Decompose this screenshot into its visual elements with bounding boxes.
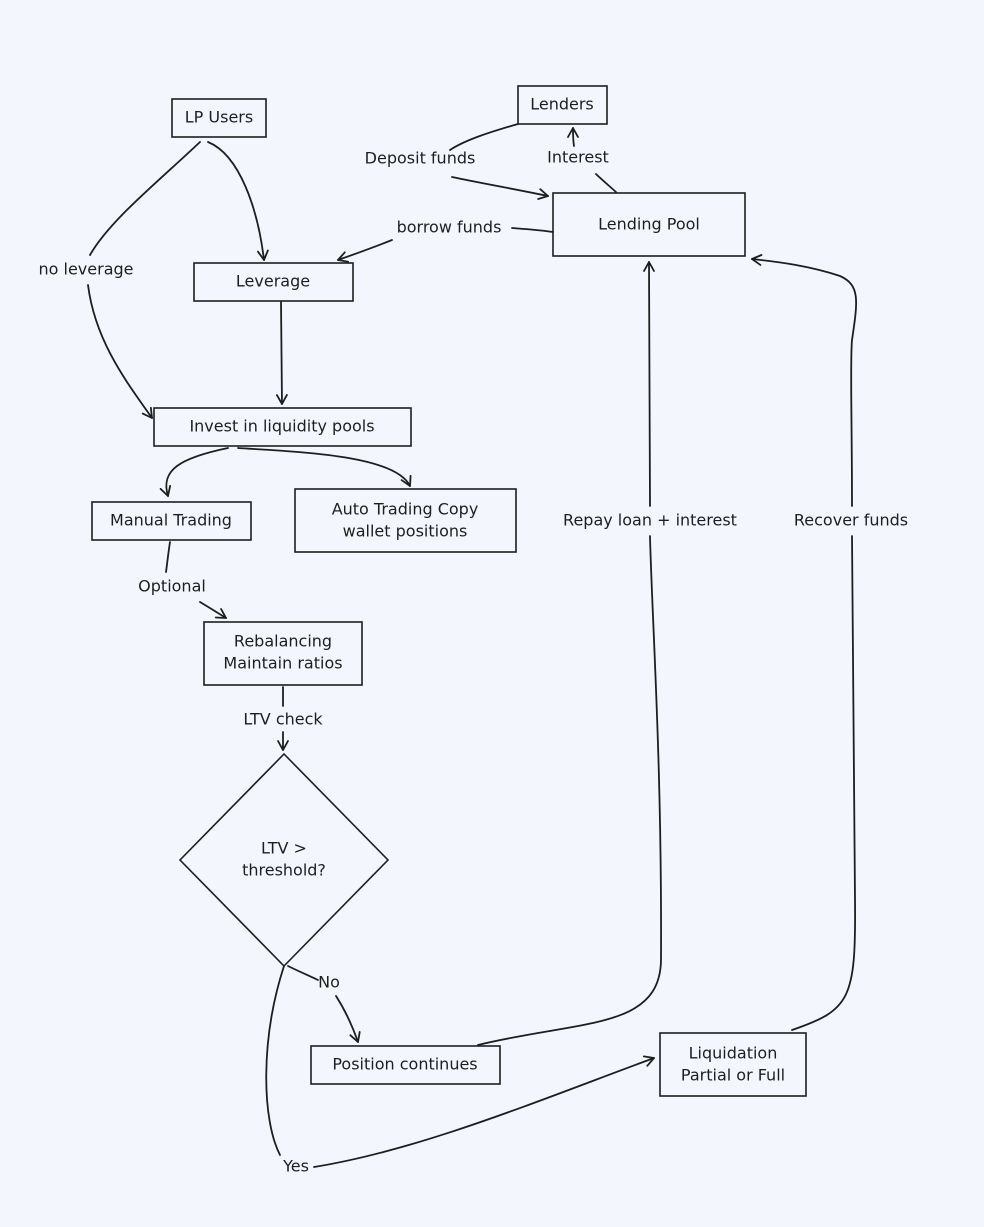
edge-no-leverage	[89, 141, 201, 256]
lending-pool-label: Lending Pool	[598, 215, 700, 234]
edge-deposit-funds	[449, 123, 519, 151]
auto-trading-label-line2: wallet positions	[343, 522, 468, 541]
ltv-decision-node[interactable]: LTV > threshold?	[178, 752, 390, 968]
invest-node[interactable]: Invest in liquidity pools	[153, 407, 412, 447]
edge-no-leverage-arrow	[87, 284, 153, 419]
liquidation-label-line1: Liquidation	[689, 1044, 778, 1063]
lenders-label: Lenders	[530, 95, 594, 114]
edge-no-arrow	[335, 995, 361, 1043]
edge-deposit-funds-arrow	[451, 176, 549, 200]
lp-users-node[interactable]: LP Users	[171, 98, 267, 138]
edge-label-optional: Optional	[138, 577, 206, 596]
ltv-decision-label-line1: LTV >	[261, 839, 307, 858]
leverage-node[interactable]: Leverage	[193, 262, 354, 302]
edge-repay-arrow	[643, 261, 655, 507]
edge-invest-to-manual	[159, 447, 229, 497]
edge-label-deposit-funds: Deposit funds	[365, 149, 476, 168]
ltv-decision-label-line2: threshold?	[242, 861, 326, 880]
position-continues-label: Position continues	[332, 1055, 477, 1074]
edge-label-borrow-funds: borrow funds	[397, 218, 502, 237]
rebalancing-node[interactable]: Rebalancing Maintain ratios	[203, 621, 363, 686]
edges	[87, 123, 857, 1168]
edge-interest-arrow	[567, 127, 579, 147]
edge-interest	[595, 173, 617, 193]
edge-repay	[477, 535, 662, 1046]
rebalancing-label-line2: Maintain ratios	[223, 654, 342, 673]
edge-optional	[165, 541, 171, 573]
edge-yes-arrow	[313, 1055, 655, 1168]
invest-label: Invest in liquidity pools	[189, 417, 374, 436]
edge-label-repay: Repay loan + interest	[563, 511, 737, 530]
edge-label-ltv-check: LTV check	[243, 710, 323, 729]
edge-invest-to-auto	[237, 447, 412, 487]
position-continues-node[interactable]: Position continues	[310, 1045, 501, 1085]
edge-borrow-funds-arrow	[337, 239, 393, 263]
edge-yes	[265, 965, 285, 1156]
edge-optional-arrow	[199, 601, 227, 619]
auto-trading-label-line1: Auto Trading Copy	[332, 500, 479, 519]
manual-trading-node[interactable]: Manual Trading	[91, 501, 252, 541]
edge-label-recover: Recover funds	[794, 511, 908, 530]
leverage-label: Leverage	[236, 272, 310, 291]
auto-trading-node[interactable]: Auto Trading Copy wallet positions	[294, 488, 517, 553]
lending-pool-node[interactable]: Lending Pool	[552, 192, 746, 257]
liquidation-node[interactable]: Liquidation Partial or Full	[659, 1032, 807, 1097]
lenders-node[interactable]: Lenders	[517, 85, 608, 125]
manual-trading-label: Manual Trading	[110, 511, 232, 530]
rebalancing-label-line1: Rebalancing	[234, 632, 332, 651]
edge-label-yes: Yes	[282, 1157, 309, 1176]
edge-recover-arrow	[751, 254, 857, 507]
edge-lp-to-leverage	[207, 141, 269, 261]
edge-label-no-leverage: no leverage	[39, 260, 134, 279]
edge-borrow-funds	[511, 227, 554, 233]
lp-users-label: LP Users	[185, 108, 253, 127]
edge-recover	[791, 535, 856, 1031]
edge-leverage-to-invest	[276, 301, 288, 405]
liquidation-label-line2: Partial or Full	[681, 1066, 785, 1085]
edge-label-interest: Interest	[547, 148, 609, 167]
edge-no	[287, 965, 319, 981]
edge-label-no: No	[318, 973, 340, 992]
